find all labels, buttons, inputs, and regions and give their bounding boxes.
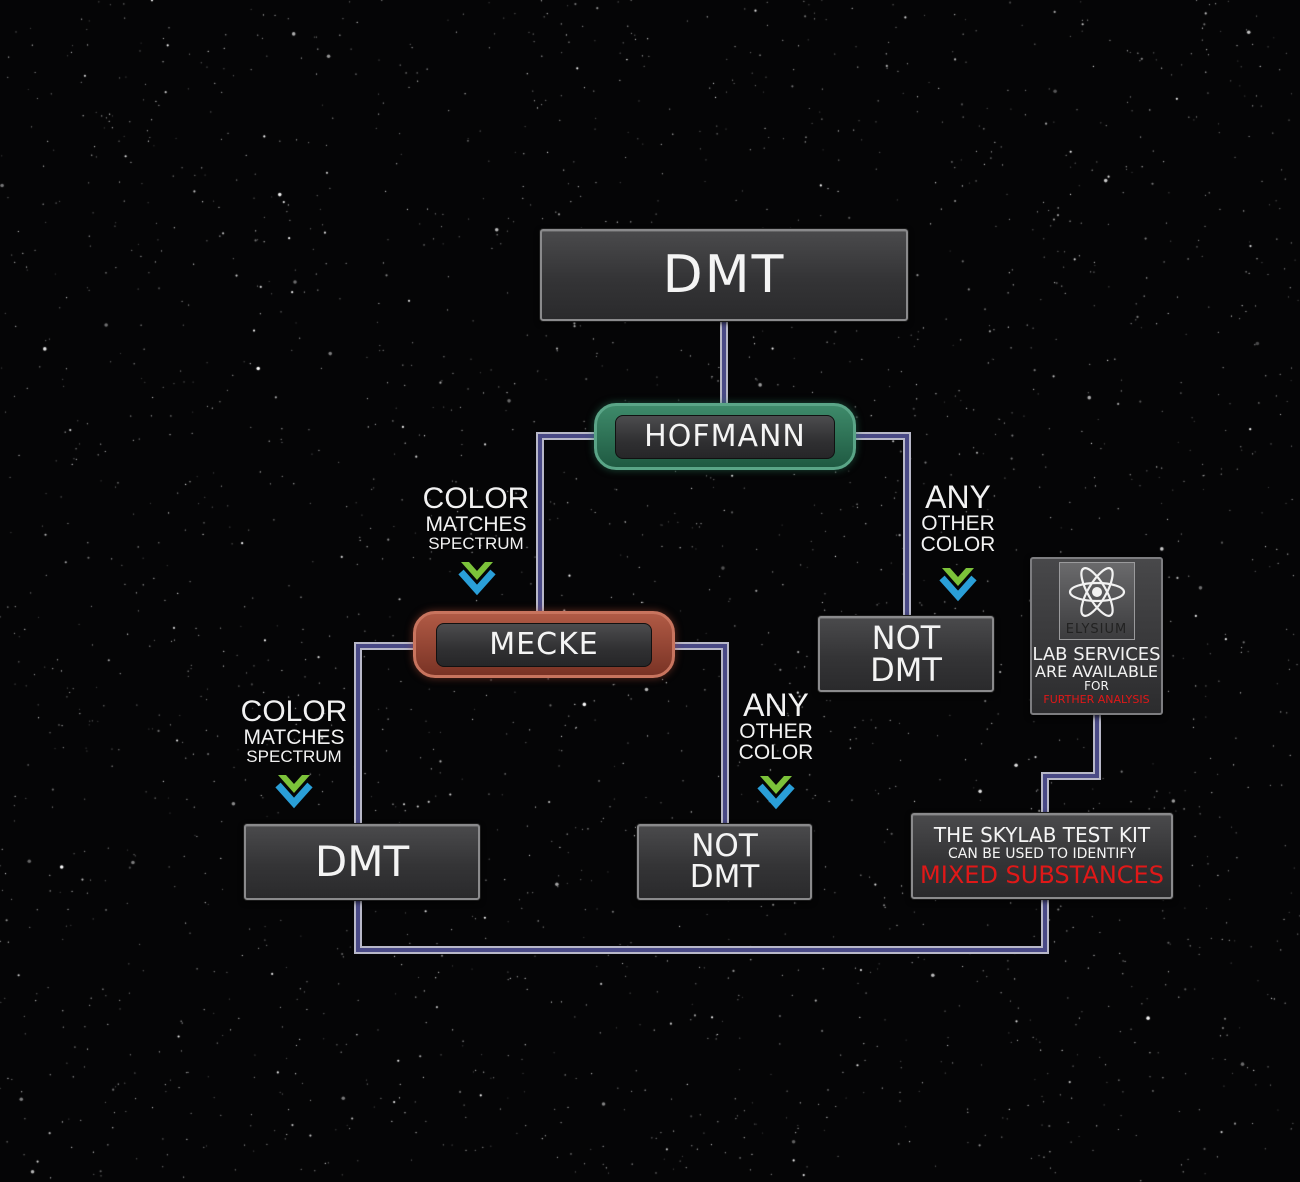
- root-dmt-node: DMT: [540, 229, 908, 321]
- hofmann-color-matches-label: COLOR MATCHES SPECTRUM: [422, 482, 530, 553]
- skylab-test-kit-box: THE SKYLAB TEST KIT CAN BE USED TO IDENT…: [911, 813, 1173, 899]
- elysium-lab-services-box: ELYSIUM LAB SERVICES ARE AVAILABLE FOR F…: [1030, 557, 1163, 715]
- mecke-any-other-color-label: ANY OTHER COLOR: [738, 687, 814, 764]
- hofmann-label: HOFMANN: [644, 419, 806, 454]
- mecke-color-matches-label: COLOR MATCHES SPECTRUM: [240, 695, 348, 766]
- connector-hofmann-notdmt: [855, 432, 911, 617]
- root-dmt-label: DMT: [662, 245, 786, 305]
- mecke-dmt-result-label: DMT: [314, 837, 410, 886]
- hofmann-not-dmt-node: NOT DMT: [818, 616, 994, 692]
- down-chevron-icon: [939, 568, 977, 602]
- elysium-logo: ELYSIUM: [1058, 562, 1135, 640]
- mecke-label: MECKE: [489, 627, 599, 662]
- atom-icon: [1068, 567, 1125, 617]
- down-chevron-icon: [458, 562, 496, 596]
- connector-bottom-loop: [354, 898, 1049, 954]
- elysium-logo-text: ELYSIUM: [1065, 622, 1128, 637]
- mecke-reagent-node: MECKE: [413, 611, 675, 678]
- hofmann-any-other-color-label: ANY OTHER COLOR: [920, 479, 996, 556]
- down-chevron-icon: [757, 776, 795, 810]
- mecke-not-dmt-node: NOT DMT: [637, 824, 812, 900]
- connector-elysium-skylab: [1041, 713, 1101, 814]
- connector-hofmann-mecke: [536, 432, 597, 612]
- down-chevron-icon: [275, 775, 313, 809]
- connector-mecke-dmt: [354, 642, 415, 826]
- mecke-dmt-result-node: DMT: [244, 824, 480, 900]
- hofmann-reagent-node: HOFMANN: [594, 403, 856, 470]
- connector-mecke-notdmt: [673, 642, 729, 826]
